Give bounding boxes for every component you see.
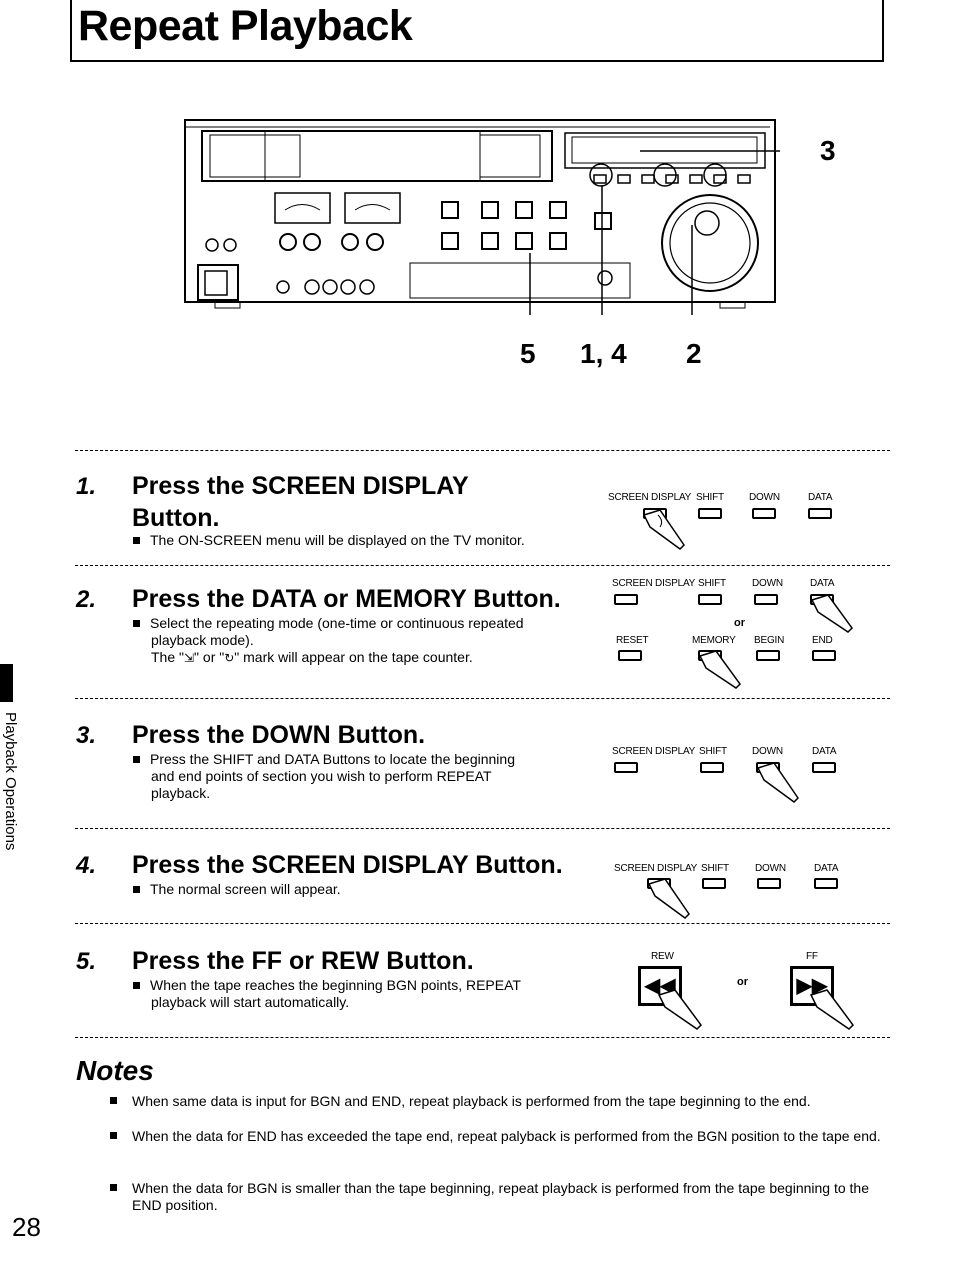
step-1-number: 1. bbox=[76, 473, 97, 500]
btn-label-data: DATA bbox=[810, 578, 835, 589]
divider bbox=[75, 450, 890, 451]
btn-label-screen-display: SCREEN DISPLAY bbox=[612, 578, 696, 589]
callout-2: 2 bbox=[686, 338, 702, 369]
or-label: or bbox=[737, 976, 748, 988]
btn-label-screen-display: SCREEN DISPLAY bbox=[614, 863, 698, 874]
btn-label-shift: SHIFT bbox=[701, 863, 729, 874]
screen-display-button[interactable] bbox=[614, 594, 638, 605]
btn-label-down: DOWN bbox=[749, 492, 780, 503]
note-item: When the data for END has exceeded the t… bbox=[110, 1128, 892, 1145]
step-2-body: Select the repeating mode (one-time or c… bbox=[133, 615, 573, 667]
divider bbox=[75, 698, 890, 699]
fast-forward-icon: ▶▶ bbox=[796, 975, 828, 997]
divider bbox=[75, 565, 890, 566]
note-item: When the data for BGN is smaller than th… bbox=[110, 1180, 892, 1214]
begin-button[interactable] bbox=[756, 650, 780, 661]
btn-label-down: DOWN bbox=[752, 746, 783, 757]
step-3-title: Press the DOWN Button. bbox=[132, 721, 426, 749]
step-4-body: The normal screen will appear. bbox=[133, 881, 341, 898]
step-5-number: 5. bbox=[76, 948, 97, 975]
pressing-hand-icon bbox=[698, 650, 741, 689]
pressing-hand-icon bbox=[647, 878, 690, 919]
btn-label-screen-display: SCREEN DISPLAY bbox=[608, 492, 692, 503]
or-label: or bbox=[734, 617, 745, 629]
ff-button[interactable]: ▶▶ bbox=[790, 966, 834, 1006]
step-1-body: The ON-SCREEN menu will be displayed on … bbox=[133, 532, 525, 549]
step-2-number: 2. bbox=[76, 586, 97, 613]
down-button[interactable] bbox=[754, 594, 778, 605]
step-4-title: Press the SCREEN DISPLAY Button. bbox=[132, 851, 563, 879]
pressing-hand-icon bbox=[810, 594, 853, 633]
vcr-illustration bbox=[184, 119, 780, 315]
reset-button[interactable] bbox=[618, 650, 642, 661]
callout-5: 5 bbox=[520, 338, 536, 369]
shift-button[interactable] bbox=[698, 594, 722, 605]
btn-label-shift: SHIFT bbox=[698, 578, 726, 589]
step-5-body: When the tape reaches the beginning BGN … bbox=[133, 977, 553, 1011]
one-time-repeat-mark-icon: ⇲ bbox=[183, 651, 195, 665]
pressing-hand-icon bbox=[642, 509, 685, 550]
btn-label-memory: MEMORY bbox=[692, 635, 736, 646]
btn-label-data: DATA bbox=[808, 492, 833, 503]
rew-button[interactable]: ◀◀ bbox=[638, 966, 682, 1006]
btn-label-reset: RESET bbox=[616, 635, 649, 646]
btn-label-rew: REW bbox=[651, 951, 674, 962]
callout-3: 3 bbox=[820, 135, 836, 166]
divider bbox=[75, 828, 890, 829]
section-tab-marker bbox=[0, 664, 13, 702]
rewind-icon: ◀◀ bbox=[644, 975, 676, 997]
page-number: 28 bbox=[12, 1212, 41, 1242]
btn-label-down: DOWN bbox=[752, 578, 783, 589]
btn-label-shift: SHIFT bbox=[696, 492, 724, 503]
screen-display-button[interactable] bbox=[614, 762, 638, 773]
step-3-number: 3. bbox=[76, 722, 97, 749]
end-button[interactable] bbox=[812, 650, 836, 661]
pressing-hand-icon bbox=[756, 762, 799, 803]
notes-heading: Notes bbox=[76, 1055, 154, 1086]
down-button[interactable] bbox=[752, 508, 776, 519]
btn-label-end: END bbox=[812, 635, 833, 646]
step-4-number: 4. bbox=[76, 852, 97, 879]
step-3-body: Press the SHIFT and DATA Buttons to loca… bbox=[133, 751, 553, 802]
continuous-repeat-mark-icon: ↻ bbox=[224, 651, 235, 665]
data-button[interactable] bbox=[808, 508, 832, 519]
btn-label-data: DATA bbox=[814, 863, 839, 874]
btn-label-down: DOWN bbox=[755, 863, 786, 874]
divider bbox=[75, 923, 890, 924]
callout-1-4: 1, 4 bbox=[580, 338, 627, 369]
step-5-title: Press the FF or REW Button. bbox=[132, 947, 474, 975]
divider bbox=[75, 1037, 890, 1038]
down-button[interactable] bbox=[757, 878, 781, 889]
shift-button[interactable] bbox=[698, 508, 722, 519]
step-1-title: Press the SCREEN DISPLAY Button. bbox=[132, 472, 469, 532]
title-frame bbox=[70, 0, 884, 62]
btn-label-shift: SHIFT bbox=[699, 746, 727, 757]
pressing-hand-icon bbox=[809, 989, 854, 1030]
pressing-hand-icon bbox=[657, 989, 702, 1030]
btn-label-begin: BEGIN bbox=[754, 635, 785, 646]
section-side-label: Playback Operations bbox=[2, 712, 19, 851]
btn-label-data: DATA bbox=[812, 746, 837, 757]
shift-button[interactable] bbox=[700, 762, 724, 773]
data-button[interactable] bbox=[812, 762, 836, 773]
page-title: Repeat Playback bbox=[78, 2, 413, 50]
note-item: When same data is input for BGN and END,… bbox=[110, 1093, 892, 1110]
data-button[interactable] bbox=[814, 878, 838, 889]
step-2-title: Press the DATA or MEMORY Button. bbox=[132, 585, 561, 613]
btn-label-screen-display: SCREEN DISPLAY bbox=[612, 746, 696, 757]
shift-button[interactable] bbox=[702, 878, 726, 889]
btn-label-ff: FF bbox=[806, 951, 818, 962]
